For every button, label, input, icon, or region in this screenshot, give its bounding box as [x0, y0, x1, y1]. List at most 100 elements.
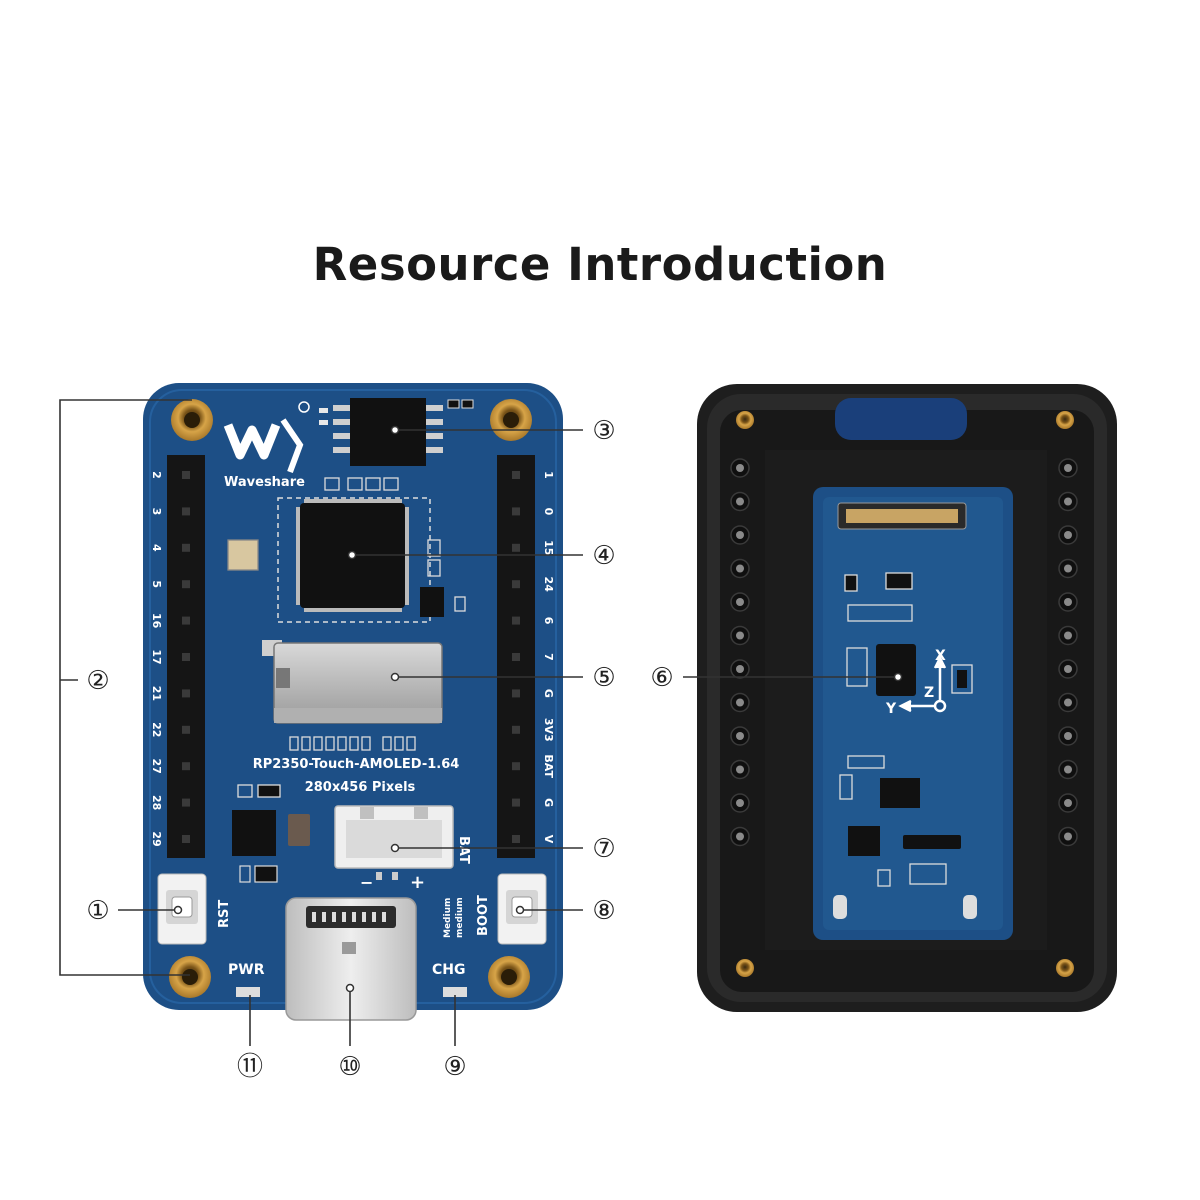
case-pin: [1064, 765, 1072, 774]
left-pin-label: 5: [150, 580, 163, 588]
usb-c-port[interactable]: [285, 897, 417, 1021]
bat-label: BAT: [456, 836, 471, 864]
right-pin-label: 7: [542, 653, 555, 661]
header-pin: [512, 580, 520, 589]
callout-5: ⑤: [592, 663, 615, 693]
header-pin: [512, 725, 520, 734]
left-pin-label: 3: [150, 508, 163, 516]
case-screw: [1056, 959, 1074, 977]
header-pin: [182, 580, 190, 589]
imu-sensor: [876, 644, 973, 696]
left-pin-header: [167, 455, 205, 858]
case-pin: [736, 698, 744, 707]
bat-plus-label: +: [410, 872, 425, 893]
header-pin: [182, 471, 190, 479]
smd-components: [227, 477, 466, 612]
case-pin: [1064, 598, 1072, 606]
case-pin: [1064, 564, 1072, 573]
callout-7: ⑦: [592, 834, 615, 864]
back-left-pins: [730, 458, 750, 847]
back-power-ic: [833, 778, 977, 919]
mounting-hole: [171, 399, 213, 441]
imu-axes-icon: [898, 655, 947, 713]
header-pin: [182, 507, 190, 516]
callout-numbers: ① ② ③ ④ ⑤ ⑥ ⑦ ⑧ ⑨ ⑩ ⑪: [86, 416, 673, 1082]
header-pin: [182, 689, 190, 698]
left-pin-label: 21: [150, 686, 163, 701]
flash-chip: [319, 398, 474, 466]
right-pin-label: 24: [542, 577, 555, 593]
callout-6: ⑥: [650, 663, 673, 693]
case-screw: [736, 959, 754, 977]
left-pin-label: 17: [150, 649, 163, 664]
case-pin: [736, 564, 744, 573]
waveshare-logo: Waveshare: [223, 401, 310, 490]
header-pin: [512, 798, 520, 807]
header-pin: [512, 689, 520, 698]
pwr-label: PWR: [228, 962, 265, 978]
page-title: Resource Introduction: [312, 238, 888, 291]
chg-label: CHG: [432, 962, 465, 978]
callout-dots: [173, 425, 903, 993]
medium-label: Medium: [443, 898, 453, 938]
callout-1: ①: [86, 896, 109, 926]
imu-x-label: X: [935, 648, 946, 664]
case-pin: [736, 531, 744, 539]
right-pin-label: BAT: [542, 754, 555, 778]
imu-z-label: Z: [924, 685, 934, 701]
right-pin-label: 6: [542, 617, 555, 625]
header-pin: [512, 835, 520, 843]
back-right-pins: [1058, 458, 1078, 847]
case-screw: [1056, 411, 1074, 429]
right-pin-label: 3V3: [542, 718, 555, 742]
case-screw: [736, 411, 754, 429]
case-pin: [1064, 698, 1072, 707]
case-pin: [1064, 631, 1072, 640]
left-pin-label: 4: [150, 544, 163, 552]
case-pin: [736, 464, 744, 472]
left-pin-label: 2: [150, 471, 163, 479]
chg-led: [443, 987, 467, 997]
callout-8: ⑧: [592, 896, 615, 926]
callout-lines: [59, 399, 898, 1046]
callout-11: ⑪: [237, 1052, 263, 1082]
case-pin: [1064, 497, 1072, 506]
right-pin-label: G: [542, 689, 555, 698]
header-pin: [182, 725, 190, 734]
mounting-hole: [490, 399, 532, 441]
callout-3: ③: [592, 416, 615, 446]
header-pin: [182, 616, 190, 625]
case-pin: [736, 799, 744, 807]
case-pin: [1064, 799, 1072, 807]
front-board: Waveshare: [143, 383, 563, 1021]
case-pin: [736, 665, 744, 673]
tf-card-slot: [262, 640, 443, 724]
right-pin-header: [497, 455, 535, 858]
callout-4: ④: [592, 541, 615, 571]
left-pin-label: 16: [150, 613, 163, 629]
power-components: [232, 784, 310, 883]
header-pin: [512, 616, 520, 625]
fpc-connector: [837, 502, 967, 530]
case-pin: [736, 497, 744, 506]
header-pin: [182, 835, 190, 843]
back-components: [839, 572, 947, 887]
right-pin-label: 0: [542, 508, 555, 516]
case-pin: [1064, 832, 1072, 841]
boot-label: BOOT: [476, 895, 491, 936]
header-pin: [182, 543, 190, 552]
case-pin: [1064, 665, 1072, 673]
left-pin-label: 22: [150, 722, 163, 737]
right-pin-label: 15: [542, 540, 555, 555]
header-pin: [182, 653, 190, 661]
header-pin: [512, 543, 520, 552]
header-pin: [512, 653, 520, 661]
header-pin: [512, 507, 520, 516]
case-pin: [1064, 464, 1072, 472]
left-pin-label: 29: [150, 831, 163, 846]
mounting-hole: [169, 956, 211, 998]
right-pin-label: V: [542, 835, 555, 844]
right-pin-label: G: [542, 798, 555, 807]
